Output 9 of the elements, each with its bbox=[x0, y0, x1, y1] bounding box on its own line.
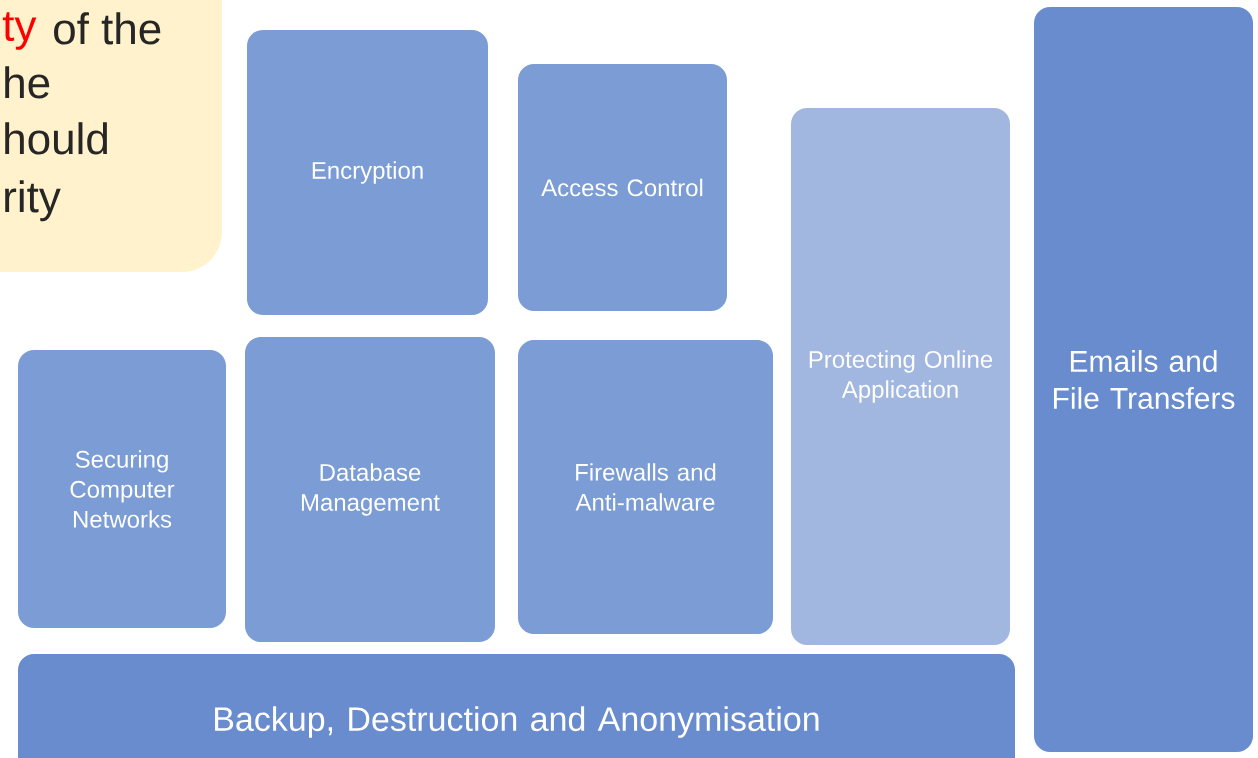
note-box: ty of the he hould rity bbox=[0, 0, 222, 272]
topic-box: Encryption bbox=[247, 30, 488, 315]
topic-box: Access Control bbox=[518, 64, 727, 311]
topic-box: Firewalls and Anti-malware bbox=[518, 340, 773, 634]
topic-box: Protecting Online Application bbox=[791, 108, 1010, 645]
topic-box: Securing Computer Networks bbox=[18, 350, 226, 628]
topic-box: Backup, Destruction and Anonymisation bbox=[18, 654, 1015, 758]
topic-box: Database Management bbox=[245, 337, 495, 642]
topic-box: Emails and File Transfers bbox=[1034, 7, 1253, 752]
